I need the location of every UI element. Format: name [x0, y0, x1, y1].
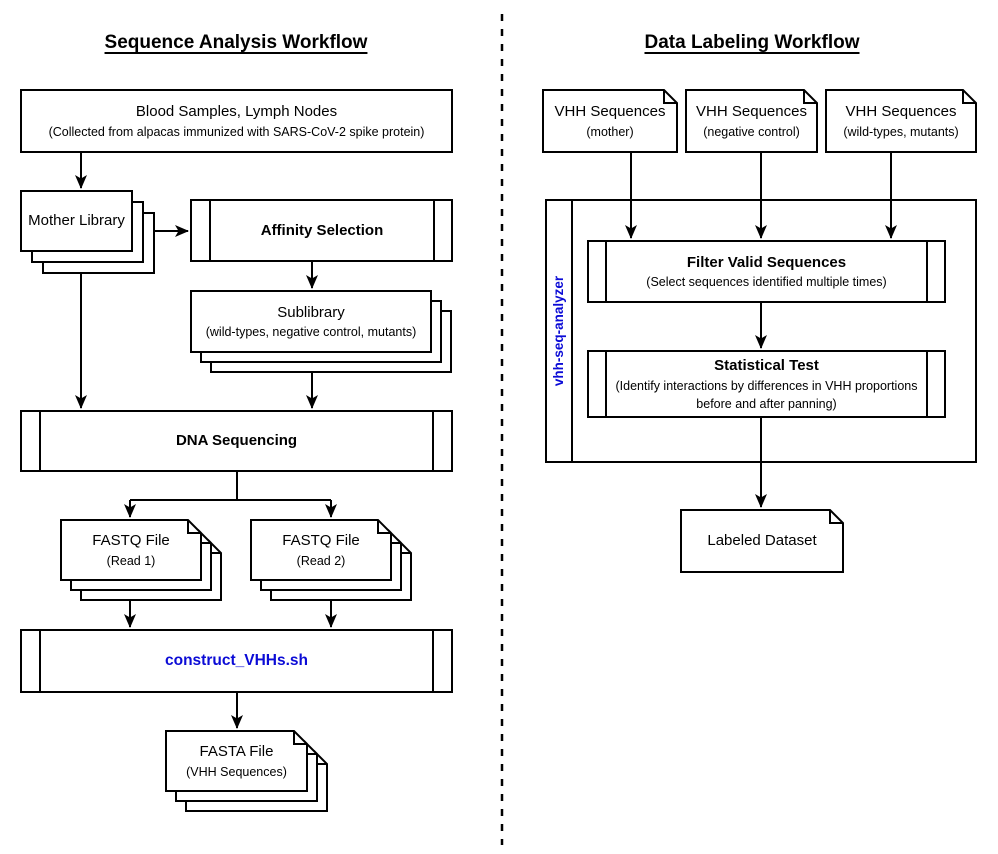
dna-sequencing-title: DNA Sequencing — [175, 432, 298, 450]
fastq-read2-subtitle: (Read 2) — [296, 553, 346, 568]
sublibrary-stack — [190, 290, 452, 373]
fasta-file-label: FASTA File (VHH Sequences) — [166, 731, 307, 791]
affinity-selection-box — [190, 199, 453, 262]
fastq-read2-label: FASTQ File (Read 2) — [251, 520, 391, 580]
vhh-sequences-mother-label: VHH Sequences (mother) — [543, 90, 677, 152]
vhh-sequences-mother-title: VHH Sequences — [554, 103, 666, 121]
vhh-sequences-negative-subtitle: (negative control) — [703, 124, 800, 139]
fastq-read1-title: FASTQ File — [92, 532, 170, 550]
dna-sequencing-label: DNA Sequencing — [40, 411, 433, 471]
flow-arrows — [75, 152, 897, 729]
labeled-dataset-label: Labeled Dataset — [681, 510, 843, 572]
left-workflow-title: Sequence Analysis Workflow — [104, 32, 368, 53]
mother-library-label: Mother Library — [21, 191, 132, 251]
blood-samples-title: Blood Samples, Lymph Nodes — [135, 103, 338, 121]
vhh-sequences-wildtypes-file — [825, 89, 977, 153]
blood-samples-subtitle: (Collected from alpacas immunized with S… — [48, 124, 425, 139]
construct-script-label: construct_VHHs.sh — [40, 630, 433, 692]
affinity-selection-title: Affinity Selection — [260, 221, 384, 239]
fastq-read2-title: FASTQ File — [282, 532, 360, 550]
sublibrary-label: Sublibrary (wild-types, negative control… — [191, 291, 431, 352]
fastq-read1-label: FASTQ File (Read 1) — [61, 520, 201, 580]
construct-script-title: construct_VHHs.sh — [165, 651, 308, 669]
statistical-test-subtitle: (Identify interactions by differences in… — [615, 378, 918, 411]
filter-valid-sequences-title: Filter Valid Sequences — [686, 253, 847, 271]
vhh-sequences-negative-title: VHH Sequences — [696, 103, 807, 121]
construct-script-box — [20, 629, 453, 693]
sublibrary-title: Sublibrary — [277, 303, 345, 321]
labeled-dataset-title: Labeled Dataset — [707, 532, 817, 550]
dna-sequencing-box — [20, 410, 453, 472]
fastq-read1-subtitle: (Read 1) — [106, 553, 156, 568]
mother-library-title: Mother Library — [28, 212, 125, 230]
vhh-sequences-negative-label: VHH Sequences (negative control) — [686, 90, 817, 152]
filter-valid-sequences-box — [587, 240, 946, 303]
vhh-sequences-wildtypes-subtitle: (wild-types, mutants) — [843, 124, 959, 139]
arrow-dna-split — [130, 471, 331, 501]
mother-library-stack — [20, 190, 155, 274]
affinity-selection-label: Affinity Selection — [210, 200, 434, 261]
fastq-read2-stack — [250, 519, 412, 601]
vhh-sequences-mother-subtitle: (mother) — [586, 124, 634, 139]
filter-valid-sequences-subtitle: (Select sequences identified multiple ti… — [646, 275, 887, 290]
blood-samples-label: Blood Samples, Lymph Nodes (Collected fr… — [21, 90, 452, 152]
fastq-read1-stack — [60, 519, 222, 601]
blood-samples-box — [20, 89, 453, 153]
fasta-file-title: FASTA File — [199, 743, 274, 761]
statistical-test-box — [587, 350, 946, 418]
vhh-sequences-wildtypes-label: VHH Sequences (wild-types, mutants) — [826, 90, 976, 152]
vhh-sequences-wildtypes-title: VHH Sequences — [845, 103, 957, 121]
vhh-sequences-mother-file — [542, 89, 678, 153]
vhh-sequences-negative-file — [685, 89, 818, 153]
filter-valid-sequences-label: Filter Valid Sequences (Select sequences… — [606, 241, 927, 302]
fasta-file-subtitle: (VHH Sequences) — [186, 764, 287, 779]
statistical-test-title: Statistical Test — [714, 357, 819, 374]
vhh-seq-analyzer-label: vhh-seq-analyzer — [551, 275, 566, 387]
sublibrary-subtitle: (wild-types, negative control, mutants) — [205, 325, 417, 340]
fasta-file-stack — [165, 730, 328, 812]
statistical-test-label: Statistical Test (Identify interactions … — [606, 351, 927, 417]
right-workflow-title: Data Labeling Workflow — [644, 32, 860, 53]
labeled-dataset-file — [680, 509, 844, 573]
